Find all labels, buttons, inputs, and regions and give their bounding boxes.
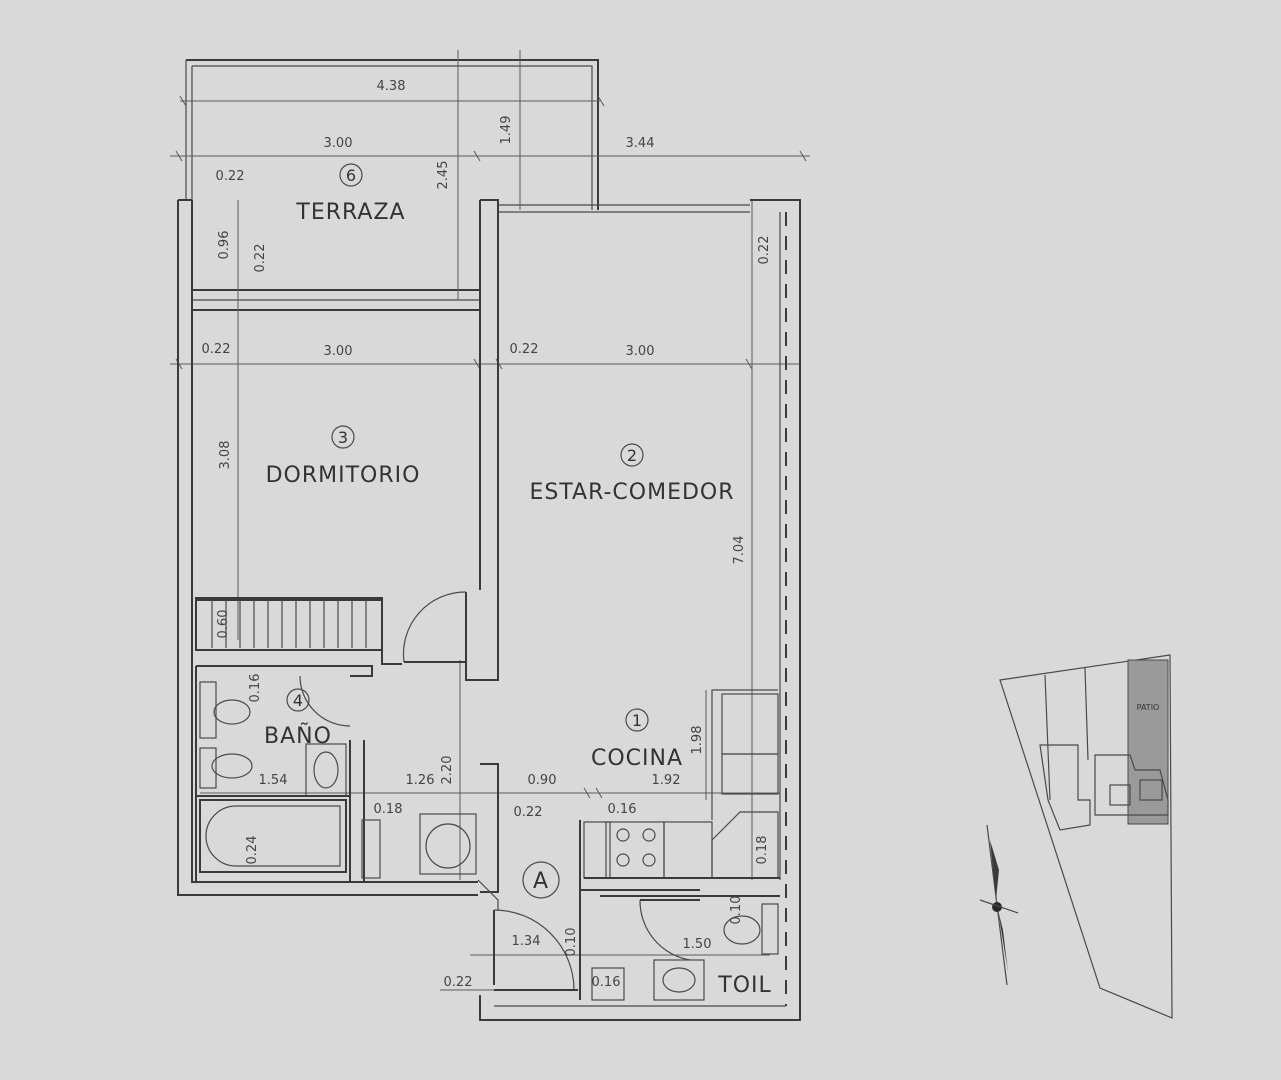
dim-hall-width: 1.26 (406, 773, 435, 788)
dim-overall-right-width: 3.44 (626, 136, 655, 151)
dimension-lines (170, 50, 810, 991)
terraza-label: TERRAZA (295, 200, 405, 225)
dim-entry-wall: 0.22 (514, 805, 543, 820)
dim-laundry-wall: 0.18 (374, 802, 403, 817)
dim-right-top-wall: 0.22 (757, 236, 772, 265)
dim-estar-depth: 7.04 (732, 536, 747, 565)
estar-comedor-label: ESTAR-COMEDOR (529, 480, 734, 505)
dim-toil-bottom-wall: 0.16 (592, 975, 621, 990)
dim-bath-tub: 0.24 (245, 836, 260, 865)
dim-terraza-depth: 2.45 (436, 161, 451, 190)
estar-comedor-number: 2 (627, 446, 637, 465)
toilette (579, 890, 780, 1001)
cocina-label: COCINA (591, 746, 683, 771)
dormitorio-label: DORMITORIO (266, 463, 421, 488)
patio-label: PATIO (1137, 703, 1160, 712)
bano-label: BAÑO (264, 722, 332, 749)
dormitorio-closet (195, 597, 402, 665)
dimension-labels: 4.38 3.00 3.44 1.49 2.45 0.22 0.96 0.22 … (202, 79, 772, 990)
dim-terraza-rail: 0.22 (253, 244, 268, 273)
dim-cocina-right-wall: 0.18 (755, 836, 770, 865)
bano (195, 665, 373, 882)
entrada-label: A (533, 869, 549, 894)
cocina (579, 689, 780, 891)
dormitorio-door (402, 591, 467, 663)
dim-dormitorio-wall: 0.22 (202, 342, 231, 357)
terraza-number: 6 (346, 166, 356, 185)
dim-cocina-wall: 0.16 (608, 802, 637, 817)
dim-closet-depth: 0.60 (216, 610, 231, 639)
site-plan: PATIO (999, 654, 1173, 1019)
laundry (361, 763, 499, 910)
dim-toil-wall: 0.10 (729, 896, 744, 925)
dim-bano-wall: 0.16 (248, 674, 263, 703)
dim-estar-wall: 0.22 (510, 342, 539, 357)
dim-bano-width: 1.54 (259, 773, 288, 788)
entry-door (493, 909, 578, 991)
dim-toil-width: 1.50 (683, 937, 712, 952)
dim-terraza-total-width: 4.38 (377, 79, 406, 94)
dim-terraza-offset: 1.49 (499, 116, 514, 145)
dim-entry-wall-2: 0.10 (564, 928, 579, 957)
dim-entry-bottom-wall: 0.22 (444, 975, 473, 990)
dim-terraza-side-depth: 0.96 (217, 231, 232, 260)
dim-dormitorio-depth: 3.08 (218, 441, 233, 470)
dormitorio-number: 3 (338, 428, 348, 447)
bano-number: 4 (293, 691, 303, 710)
dim-door-width: 0.90 (528, 773, 557, 788)
dim-hall-depth: 2.20 (440, 756, 455, 785)
dim-terraza-wall-left: 0.22 (216, 169, 245, 184)
toilette-label: TOIL (717, 973, 772, 998)
terrace-outline (185, 59, 750, 311)
dim-cocina-width: 1.92 (652, 773, 681, 788)
cocina-number: 1 (632, 711, 642, 730)
dim-terraza-width: 3.00 (324, 136, 353, 151)
north-arrow-icon (979, 824, 1019, 986)
patio-area (1127, 659, 1169, 825)
room-markers (286, 163, 649, 899)
dim-cocina-depth: 1.98 (690, 726, 705, 755)
dim-estar-width: 3.00 (626, 344, 655, 359)
dim-dormitorio-width: 3.00 (324, 344, 353, 359)
dim-entry-width: 1.34 (512, 934, 541, 949)
